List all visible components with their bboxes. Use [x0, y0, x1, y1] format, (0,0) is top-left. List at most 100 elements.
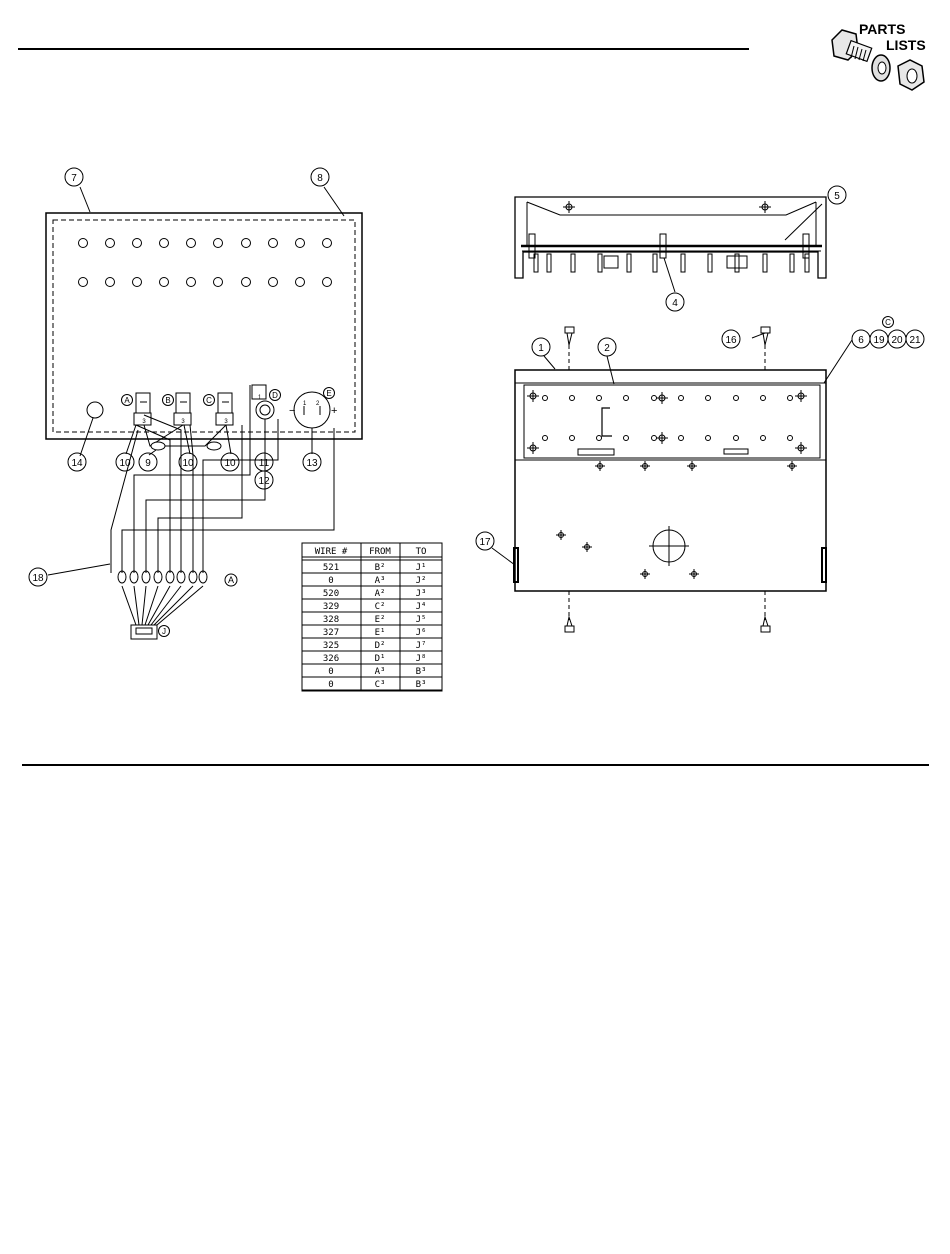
svg-text:3: 3 — [142, 419, 146, 425]
svg-text:12: 12 — [258, 476, 270, 487]
top-view-screws — [563, 201, 771, 213]
svg-text:4: 4 — [672, 298, 678, 309]
ref-c-top: C — [883, 317, 894, 328]
ref-j: J — [159, 626, 170, 637]
svg-text:J: J — [162, 627, 166, 636]
svg-text:6: 6 — [858, 335, 864, 346]
callout-20: 20 — [888, 330, 906, 348]
svg-text:C: C — [206, 396, 212, 405]
connector-j — [131, 625, 157, 639]
table-cell: A² — [375, 589, 386, 599]
svg-text:10: 10 — [119, 458, 131, 469]
callout-19: 19 — [870, 330, 888, 348]
ref-a-note: A — [225, 574, 237, 586]
table-cell: J¹ — [416, 563, 427, 573]
terminal-strip-a — [578, 449, 614, 455]
top-view — [515, 197, 826, 292]
svg-text:D: D — [272, 391, 278, 400]
callout-7: 7 — [65, 168, 83, 186]
svg-text:1: 1 — [538, 343, 544, 354]
svg-text:3: 3 — [181, 419, 185, 425]
callout-2: 2 — [598, 338, 616, 356]
callout-18: 18 — [29, 568, 47, 586]
plug-hole — [87, 402, 103, 418]
callout-5: 5 — [828, 186, 846, 204]
table-cell: 521 — [323, 563, 339, 573]
ref-a: A — [122, 395, 133, 406]
table-cell: 328 — [323, 615, 339, 625]
callout-9: 9 — [139, 453, 157, 471]
table-cell: 0 — [328, 576, 333, 586]
svg-text:7: 7 — [71, 173, 77, 184]
svg-text:11: 11 — [259, 458, 270, 469]
led-holes-row-top — [79, 239, 332, 248]
svg-text:21: 21 — [909, 335, 921, 346]
table-cell: D² — [375, 641, 386, 651]
callout-16: 16 — [722, 330, 740, 348]
front-panel-view: 3 3 3 1 − + 1 2 — [46, 187, 362, 639]
table-cell: 0 — [328, 680, 333, 690]
table-cell: J⁵ — [416, 615, 427, 625]
svg-text:A: A — [124, 396, 130, 405]
wire-table-header-to: TO — [416, 547, 427, 557]
callout-11: 11 — [255, 453, 273, 471]
callout-8: 8 — [311, 168, 329, 186]
table-cell: J³ — [416, 589, 427, 599]
svg-text:1: 1 — [258, 395, 262, 401]
svg-text:19: 19 — [873, 335, 885, 346]
ref-c: C — [204, 395, 215, 406]
callout-10b: 10 — [179, 453, 197, 471]
table-cell: B³ — [416, 667, 427, 677]
svg-text:16: 16 — [725, 335, 737, 346]
wire-table-header-from: FROM — [369, 547, 391, 557]
logo-line2: LISTS — [886, 37, 926, 53]
table-cell: J⁶ — [416, 628, 427, 638]
svg-text:20: 20 — [891, 335, 903, 346]
table-cell: J⁷ — [416, 641, 427, 651]
table-cell: 326 — [323, 654, 339, 664]
led-holes-row-bottom — [79, 278, 332, 287]
svg-text:13: 13 — [306, 458, 318, 469]
svg-text:2: 2 — [316, 401, 320, 407]
parts-lists-logo: PARTS LISTS — [832, 21, 926, 90]
fuse-holder-d: 1 — [252, 385, 274, 419]
svg-text:10: 10 — [224, 458, 236, 469]
table-cell: 0 — [328, 667, 333, 677]
svg-text:−: − — [289, 405, 295, 417]
table-cell: E² — [375, 615, 386, 625]
table-cell: 327 — [323, 628, 339, 638]
table-cell: B³ — [416, 680, 427, 690]
table-cell: E¹ — [375, 628, 386, 638]
svg-text:C: C — [885, 318, 891, 327]
washer-icon — [872, 55, 890, 81]
callout-10c: 10 — [221, 453, 239, 471]
assembly-view — [492, 327, 852, 632]
callout-1: 1 — [532, 338, 550, 356]
table-cell: C² — [375, 602, 386, 612]
svg-text:14: 14 — [71, 458, 83, 469]
wire-terminals — [118, 571, 207, 583]
svg-text:B: B — [165, 396, 170, 405]
table-cell: A³ — [375, 667, 386, 677]
table-cell: B² — [375, 563, 386, 573]
callout-13: 13 — [303, 453, 321, 471]
table-cell: 325 — [323, 641, 339, 651]
callouts: 7 8 14 10 9 10 10 11 12 13 18 5 4 1 2 16… — [29, 168, 924, 586]
svg-text:18: 18 — [32, 573, 44, 584]
callout-21: 21 — [906, 330, 924, 348]
panel-outline — [46, 213, 362, 439]
logo-line1: PARTS — [859, 21, 905, 37]
standoff-screws — [565, 327, 770, 632]
svg-text:9: 9 — [145, 458, 151, 469]
callout-12: 12 — [255, 471, 273, 489]
ref-b: B — [163, 395, 174, 406]
callout-4: 4 — [666, 293, 684, 311]
nut-icon — [898, 60, 924, 90]
ref-d: D — [270, 390, 281, 401]
table-cell: 520 — [323, 589, 339, 599]
table-cell: J⁸ — [416, 654, 427, 664]
ref-e: E — [324, 388, 335, 399]
wire-table-header-wire: WIRE # — [315, 547, 348, 557]
callout-10a: 10 — [116, 453, 134, 471]
